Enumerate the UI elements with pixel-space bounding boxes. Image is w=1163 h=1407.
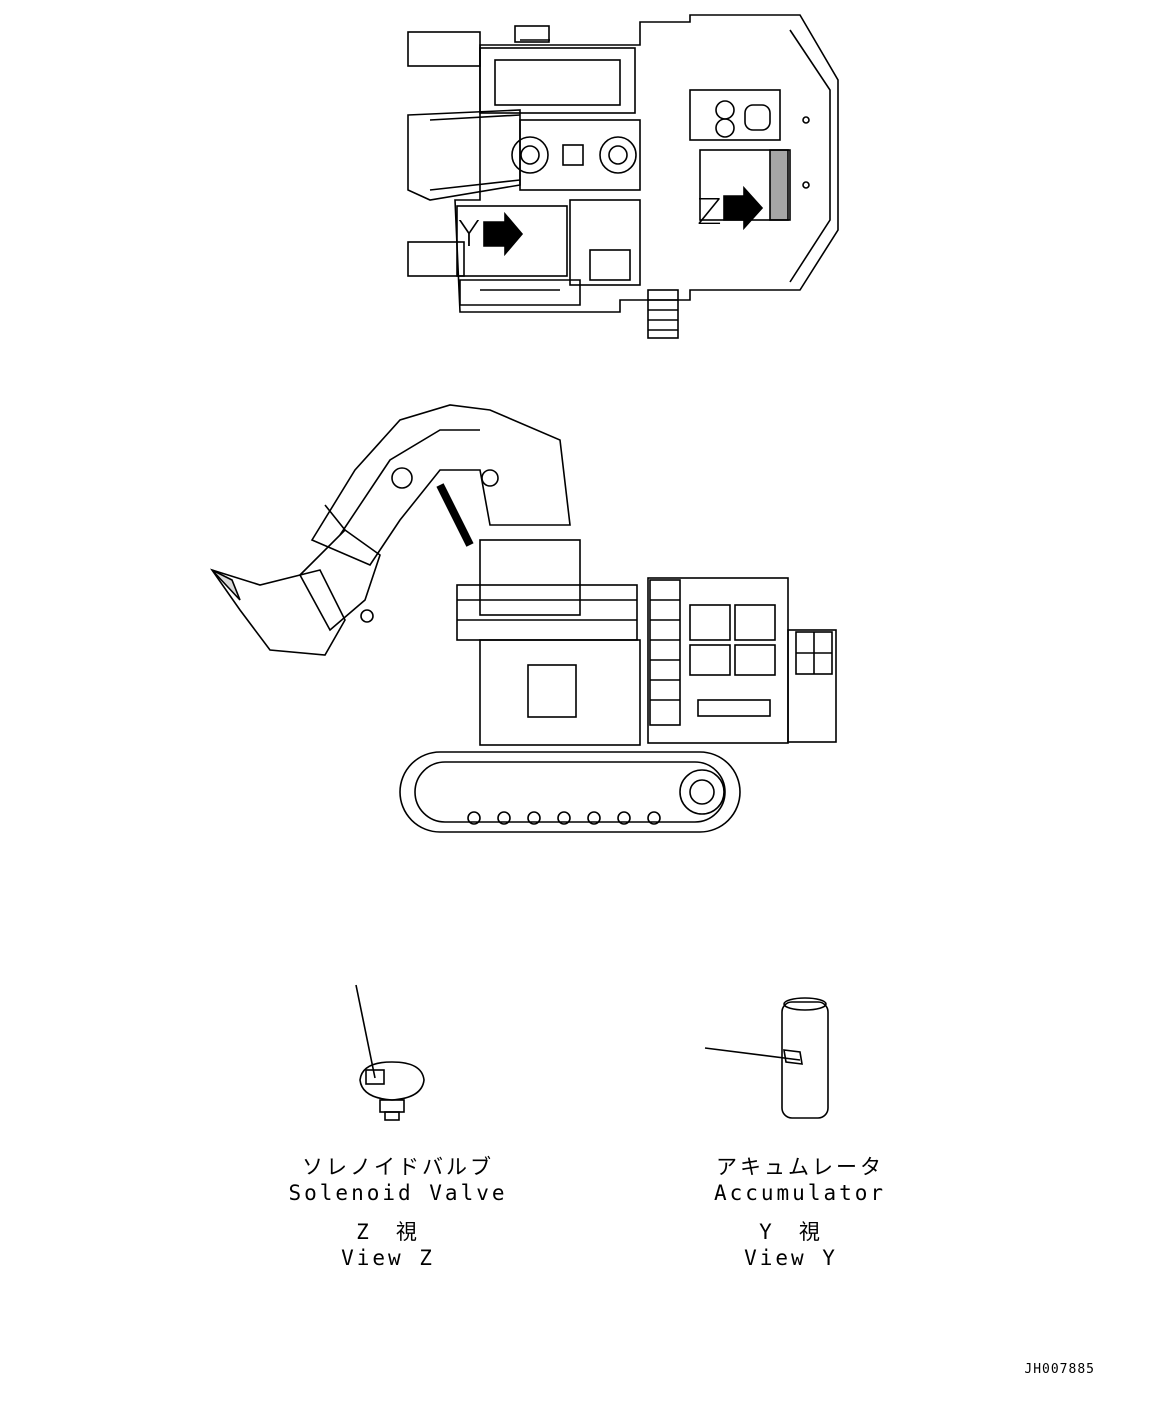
side-view-machine (209, 404, 837, 833)
top-view-machine (407, 14, 839, 339)
accumulator-label-jp: アキュムレータ (716, 1155, 884, 1179)
view-z-marker: Z (697, 192, 722, 233)
view-z-label-en: View Z (341, 1246, 435, 1270)
solenoid-label-en: Solenoid Valve (288, 1181, 508, 1205)
solenoid-valve-illustration (355, 984, 425, 1121)
accumulator-illustration (704, 997, 829, 1119)
view-y-arrow (483, 211, 524, 257)
view-z-arrow (723, 185, 764, 231)
view-y-label-en: View Y (744, 1246, 838, 1270)
document-id: JH007885 (1024, 1362, 1095, 1377)
view-y-label-jp: Y 視 (759, 1220, 823, 1244)
view-z-label-jp: Z 視 (356, 1220, 420, 1244)
solenoid-label-jp: ソレノイドバルブ (302, 1155, 494, 1179)
accumulator-label-en: Accumulator (713, 1181, 887, 1205)
view-y-marker: Y (458, 214, 480, 255)
